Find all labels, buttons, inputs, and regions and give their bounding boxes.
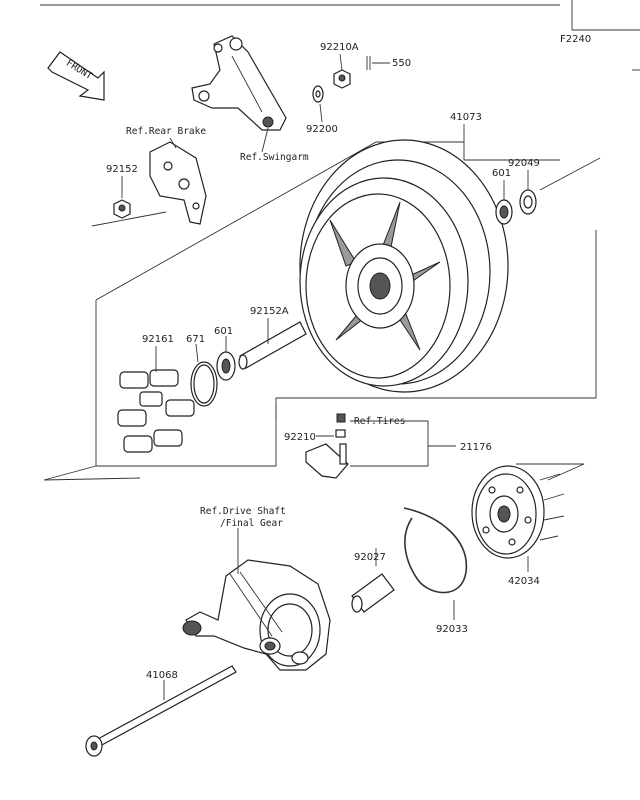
leader-upper-right <box>539 157 601 191</box>
o-ring-671 <box>190 361 218 407</box>
washer-92200 <box>312 85 324 103</box>
tire-valve-21176 <box>305 443 349 479</box>
label-601-right: 601 <box>492 168 511 179</box>
rear-wheel-41073 <box>299 139 509 393</box>
cotter-pin-550 <box>366 56 371 70</box>
label-671: 671 <box>186 334 205 345</box>
label-92210: 92210 <box>284 432 316 443</box>
label-92152A: 92152A <box>250 306 289 317</box>
leader-92210A <box>339 53 343 71</box>
label-41068: 41068 <box>146 670 178 681</box>
hub-flange-42034 <box>471 465 565 559</box>
leader-rear-brake <box>169 137 177 149</box>
valve-cap <box>336 413 346 423</box>
hub-leader <box>516 463 585 481</box>
rear-brake-bracket <box>149 141 207 225</box>
circlip-92033 <box>403 507 468 594</box>
leader-21176 <box>350 446 429 467</box>
label-92161: 92161 <box>142 334 174 345</box>
leader-swingarm <box>261 127 269 153</box>
label-92210A: 92210A <box>320 42 359 53</box>
wheel-box-bottom <box>95 230 597 467</box>
label-550: 550 <box>392 58 411 69</box>
label-601-left: 601 <box>214 326 233 337</box>
ref-tires: Ref.Tires <box>354 416 405 427</box>
label-41073: 41073 <box>450 112 482 123</box>
nut-92210A <box>333 69 351 89</box>
leader-92200 <box>319 103 323 123</box>
front-direction-arrow: FRONT <box>47 51 105 101</box>
ref-rear-brake: Ref.Rear Brake <box>126 126 206 137</box>
axle-41068 <box>85 665 237 757</box>
label-92027: 92027 <box>354 552 386 563</box>
label-92049: 92049 <box>508 158 540 169</box>
collar-92027 <box>351 573 395 613</box>
bearing-601-right <box>495 199 513 225</box>
final-gear-case <box>182 559 331 671</box>
label-92200: 92200 <box>306 124 338 135</box>
leader-671 <box>195 343 199 363</box>
box-leader-left <box>43 465 97 481</box>
swingarm-bracket <box>191 35 287 131</box>
collar-92152A <box>238 321 307 370</box>
leader-ref-tires <box>350 420 456 447</box>
label-92033: 92033 <box>436 624 468 635</box>
leader-92152-extend <box>91 211 167 227</box>
valve-nut-92210 <box>335 429 346 438</box>
box-leader-left-2 <box>43 477 141 481</box>
ref-swingarm: Ref.Swingarm <box>240 152 309 163</box>
label-92152: 92152 <box>106 164 138 175</box>
seal-92049 <box>519 189 537 215</box>
damper-92161 <box>117 369 195 453</box>
label-42034: 42034 <box>508 576 540 587</box>
nut-92152 <box>113 199 131 219</box>
ref-drive-shaft: Ref.Drive Shaft <box>200 506 286 517</box>
bearing-601-left <box>216 351 236 381</box>
figure-code: F2240 <box>560 34 591 45</box>
label-21176: 21176 <box>460 442 492 453</box>
ref-final-gear: /Final Gear <box>220 518 283 529</box>
